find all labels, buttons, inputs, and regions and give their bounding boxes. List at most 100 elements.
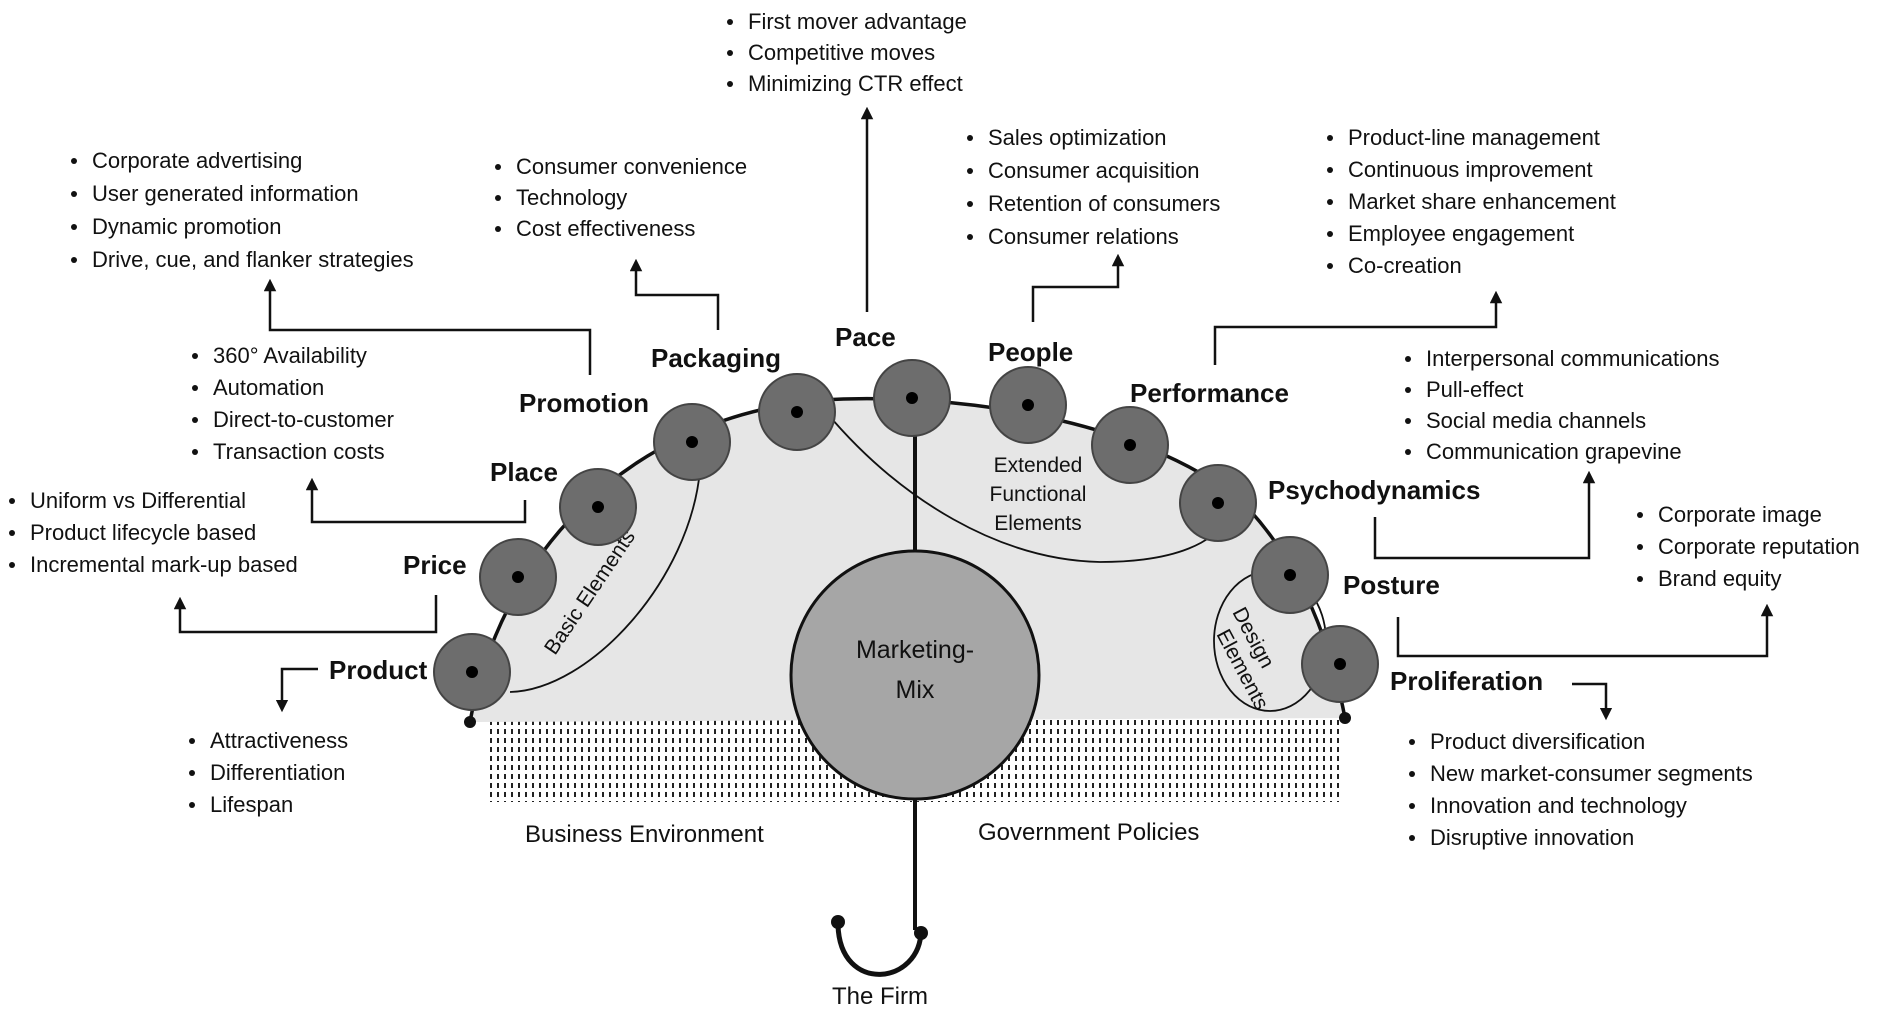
place-bullet-list: 360° AvailabilityAutomationDirect-to-cus… (192, 343, 394, 464)
handle-end-right (914, 926, 928, 940)
rim-end-left (464, 716, 476, 728)
promotion-bullet-item: User generated information (92, 181, 359, 206)
price-bullet-item: Incremental mark-up based (30, 552, 298, 577)
node-pace (873, 359, 951, 437)
bullet-dot (189, 802, 195, 808)
psychodynamics-bullet-item: Social media channels (1426, 408, 1646, 433)
node-people (989, 366, 1067, 444)
proliferation-connector (1572, 682, 1613, 721)
bullet-dot (967, 201, 973, 207)
place-node-dot (592, 501, 604, 513)
bullet-dot (1637, 512, 1643, 518)
bullet-dot (1327, 231, 1333, 237)
performance-label: Performance (1130, 378, 1289, 408)
bullet-dot (1327, 263, 1333, 269)
bullet-dot (192, 449, 198, 455)
extended-elements-label-1: Extended (994, 454, 1083, 477)
bullet-dot (71, 191, 77, 197)
posture-bullet-item: Corporate image (1658, 502, 1822, 527)
packaging-node-dot (791, 406, 803, 418)
bullet-dot (9, 530, 15, 536)
marketing-mix-circle (789, 549, 1041, 801)
people-node-dot (1022, 399, 1034, 411)
price-label: Price (403, 550, 467, 580)
government-policies-label: Government Policies (978, 819, 1199, 846)
bullet-dot (1637, 544, 1643, 550)
bullet-dot (189, 738, 195, 744)
posture-label: Posture (1343, 570, 1440, 600)
bullet-dot (495, 226, 501, 232)
bullet-dot (192, 353, 198, 359)
place-label: Place (490, 457, 558, 487)
marketing-mix-label-1: Marketing- (856, 636, 974, 664)
handle-end-left (831, 915, 845, 929)
bullet-dot (967, 168, 973, 174)
promotion-bullet-item: Drive, cue, and flanker strategies (92, 247, 414, 272)
performance-bullet-item: Market share enhancement (1348, 189, 1616, 214)
product-connector (275, 667, 318, 713)
business-environment-label: Business Environment (525, 821, 764, 848)
promotion-node-dot (686, 436, 698, 448)
proliferation-node-dot (1334, 658, 1346, 670)
psychodynamics-node-dot (1212, 497, 1224, 509)
psychodynamics-bullet-list: Interpersonal communicationsPull-effectS… (1405, 346, 1719, 464)
promotion-label: Promotion (519, 388, 649, 418)
posture-bullet-item: Brand equity (1658, 566, 1782, 591)
price-bullet-item: Uniform vs Differential (30, 488, 246, 513)
node-performance (1091, 406, 1169, 484)
bullet-dot (1327, 135, 1333, 141)
bullet-dot (71, 158, 77, 164)
product-label: Product (329, 655, 428, 685)
node-psychodynamics (1179, 464, 1257, 542)
umbrella-handle (835, 924, 924, 977)
pace-bullet-item: First mover advantage (748, 9, 967, 34)
bullet-dot (71, 224, 77, 230)
psychodynamics-label: Psychodynamics (1268, 475, 1480, 505)
promotion-bullet-item: Dynamic promotion (92, 214, 282, 239)
proliferation-bullet-item: Disruptive innovation (1430, 825, 1634, 850)
bullet-dot (9, 498, 15, 504)
bullet-dot (1409, 803, 1415, 809)
posture-connector (1396, 603, 1774, 658)
bullet-dot (1637, 576, 1643, 582)
bullet-dot (967, 234, 973, 240)
node-place (559, 468, 637, 546)
bullet-dot (1405, 387, 1411, 393)
people-label: People (988, 337, 1073, 367)
bullet-dot (727, 81, 733, 87)
psychodynamics-bullet-item: Communication grapevine (1426, 439, 1682, 464)
bullet-dot (192, 417, 198, 423)
place-bullet-item: Direct-to-customer (213, 407, 394, 432)
people-bullet-item: Sales optimization (988, 125, 1167, 150)
performance-bullet-item: Co-creation (1348, 253, 1462, 278)
performance-bullet-item: Product-line management (1348, 125, 1600, 150)
performance-node-dot (1124, 439, 1136, 451)
connectors (173, 106, 1774, 721)
node-promotion (653, 403, 731, 481)
people-connector (1031, 253, 1125, 322)
product-bullet-item: Lifespan (210, 792, 293, 817)
price-connector (173, 595, 438, 634)
bullet-dot (1409, 739, 1415, 745)
pace-node-dot (906, 392, 918, 404)
people-bullet-item: Retention of consumers (988, 191, 1220, 216)
place-bullet-item: Automation (213, 375, 324, 400)
proliferation-bullet-item: Product diversification (1430, 729, 1645, 754)
place-connector (305, 477, 527, 524)
people-bullet-item: Consumer relations (988, 224, 1179, 249)
performance-bullet-item: Employee engagement (1348, 221, 1574, 246)
proliferation-bullet-item: Innovation and technology (1430, 793, 1687, 818)
psychodynamics-bullet-item: Pull-effect (1426, 377, 1523, 402)
posture-bullet-item: Corporate reputation (1658, 534, 1860, 559)
packaging-label: Packaging (651, 343, 781, 373)
basic-elements-boundary (509, 469, 701, 693)
bullet-dot (189, 770, 195, 776)
bullet-dot (71, 257, 77, 263)
bullet-dot (9, 562, 15, 568)
bullet-dot (192, 385, 198, 391)
bullet-dot (1409, 835, 1415, 841)
